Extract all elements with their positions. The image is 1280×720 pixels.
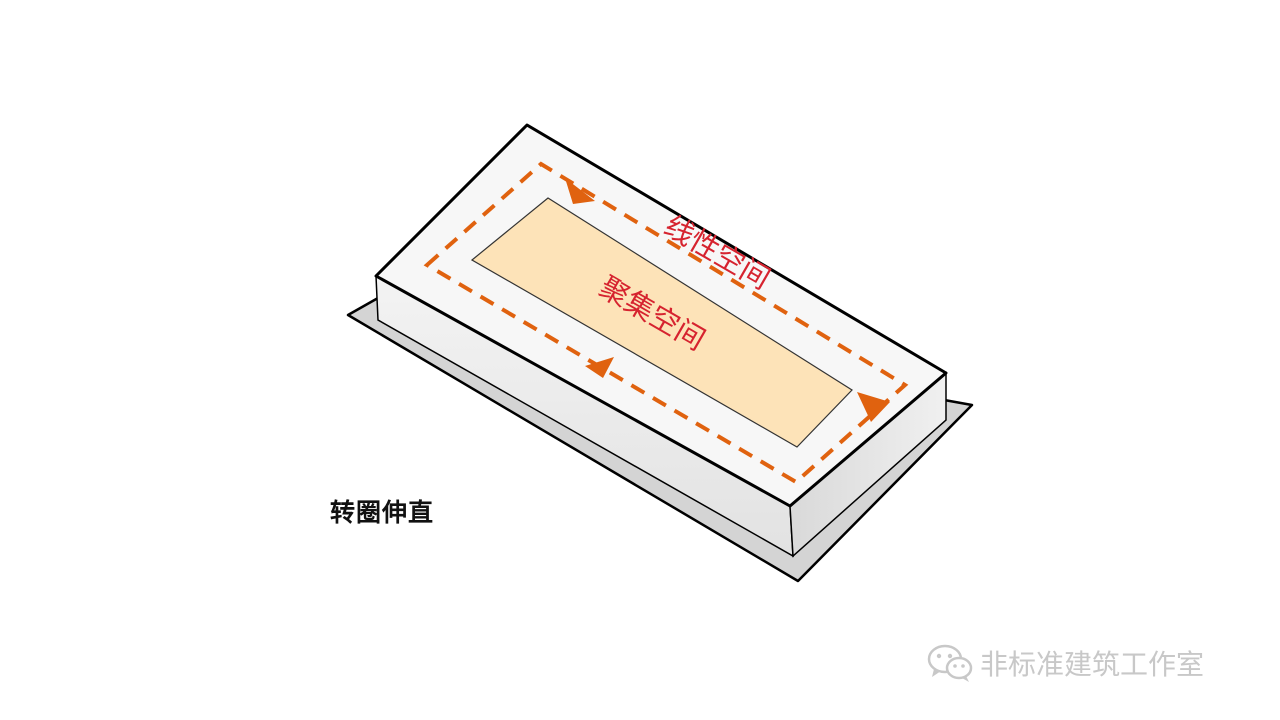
arrow-right-corner [857,392,890,422]
diagram-caption: 转圈伸直 [330,498,435,527]
wechat-icon [927,644,973,682]
watermark: 非标准建筑工作室 [926,642,1204,684]
watermark-text: 非标准建筑工作室 [980,648,1205,681]
gathering-space-area [470,197,853,448]
circulation-path [423,161,909,485]
arrow-top-edge [565,178,595,204]
arrow-bottom-edge [585,357,614,378]
